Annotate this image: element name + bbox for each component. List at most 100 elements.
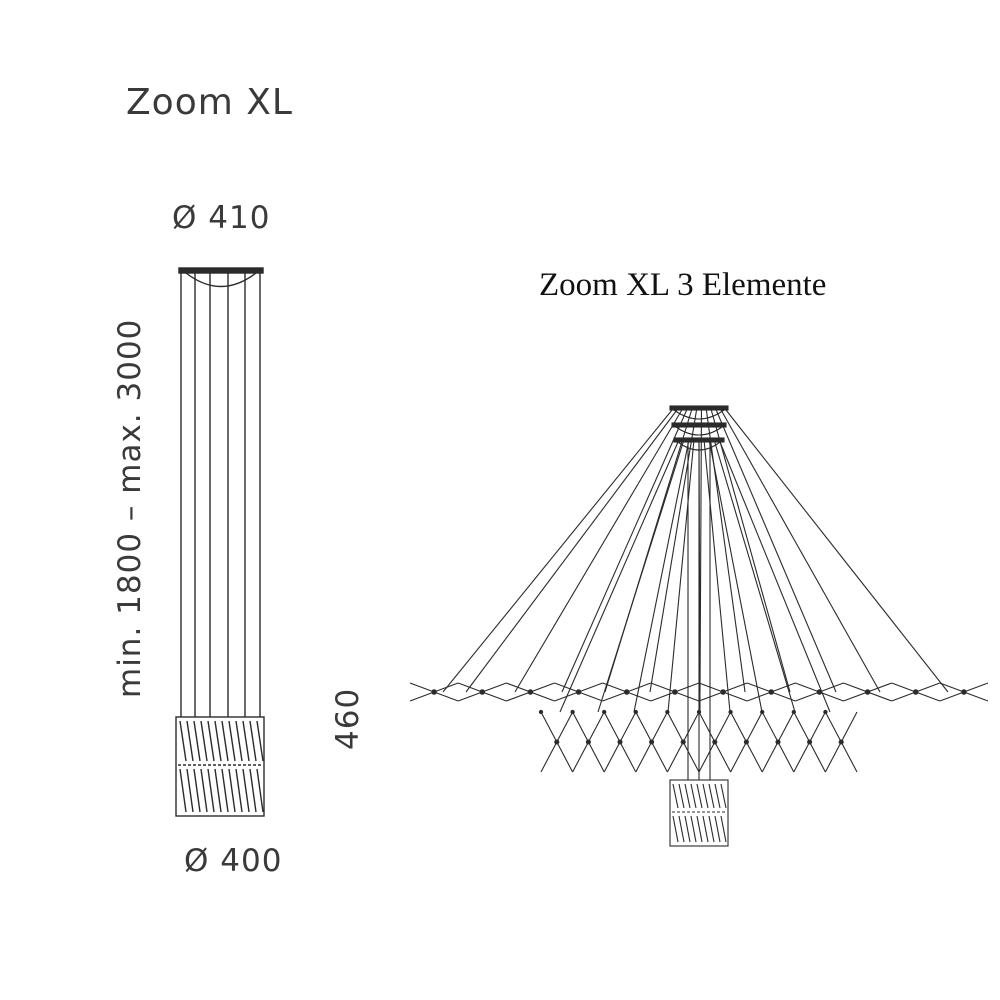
shade-height-label: 460 xyxy=(330,687,366,750)
suspension-wire xyxy=(719,441,831,713)
suspension-wire xyxy=(561,409,688,693)
hatch-line xyxy=(720,815,727,843)
hatch-line xyxy=(235,720,243,762)
pivot-joint xyxy=(838,739,844,745)
upper-scissor-arm xyxy=(409,682,989,702)
hatch-line xyxy=(720,783,727,809)
hatch-line xyxy=(193,768,201,813)
hatch-line xyxy=(256,720,264,762)
pivot-joint xyxy=(807,739,813,745)
hatch-line xyxy=(242,720,250,762)
hatch-line xyxy=(221,720,229,762)
pivot-joint xyxy=(665,709,670,715)
hatch-line xyxy=(702,783,709,809)
suspension-wires xyxy=(180,273,261,717)
hatch-line xyxy=(690,815,697,843)
pivot-joint xyxy=(570,709,575,715)
suspension-wire xyxy=(703,441,731,713)
hatch-line xyxy=(678,815,685,843)
hatch-line xyxy=(696,783,703,809)
pivot-joint xyxy=(743,739,749,745)
suspension-wire xyxy=(667,441,695,713)
suspension-wire xyxy=(720,409,881,693)
hatch-line xyxy=(256,768,264,813)
pivot-joint xyxy=(961,689,967,695)
top-diameter-label: Ø 410 xyxy=(172,200,271,236)
suspension-wire xyxy=(633,441,690,713)
hatch-line xyxy=(207,768,215,813)
pivot-joint xyxy=(623,689,630,695)
pivot-joint xyxy=(791,709,796,715)
height-range-label: min. 1800 – max. 3000 xyxy=(112,318,148,698)
hatch-line xyxy=(228,720,236,762)
hatch-line xyxy=(200,720,208,762)
pivot-joint xyxy=(760,709,765,715)
hatch-line xyxy=(179,720,187,762)
pivot-joint xyxy=(602,709,607,715)
pivot-joint xyxy=(696,709,702,715)
pivot-joint xyxy=(864,689,871,695)
hatch-line xyxy=(249,768,257,813)
hatch-line xyxy=(678,783,685,809)
suspension-wire xyxy=(465,409,678,693)
pivot-joint xyxy=(575,689,582,695)
hatch-line xyxy=(684,783,691,809)
hatch-line xyxy=(702,815,709,843)
ceiling-canopy xyxy=(178,267,264,274)
suspension-wire xyxy=(649,409,698,693)
pivot-joint xyxy=(538,709,544,715)
hatch-line xyxy=(708,783,715,809)
bottom-diameter-label: Ø 400 xyxy=(184,843,283,879)
hatch-line xyxy=(207,720,215,762)
pivot-joint xyxy=(672,689,678,695)
center-shade xyxy=(669,779,729,847)
pivot-joint xyxy=(633,709,638,715)
pivot-joint xyxy=(479,689,485,695)
pivot-joint xyxy=(775,739,781,745)
hatch-line xyxy=(696,815,703,843)
pivot-joint xyxy=(554,739,560,745)
canopy-dome xyxy=(185,272,257,288)
hatch-line xyxy=(221,768,229,813)
suspension-wire xyxy=(442,409,673,693)
shade-pattern xyxy=(179,720,264,813)
pivot-joint xyxy=(431,689,437,695)
hatch-line xyxy=(242,768,250,813)
suspension-wire xyxy=(705,409,746,693)
pivot-joint xyxy=(720,689,726,695)
pivot-joint xyxy=(912,689,919,695)
hatch-line xyxy=(708,815,715,843)
fanned-wires xyxy=(442,409,949,780)
canopy-top xyxy=(669,405,729,411)
hatch-line xyxy=(672,783,679,809)
hatch-line xyxy=(235,768,243,813)
suspension-wire xyxy=(597,441,684,713)
pivot-joint xyxy=(728,709,733,715)
hatch-line xyxy=(200,768,208,813)
suspension-wire xyxy=(708,441,763,713)
suspension-wire xyxy=(725,409,949,693)
pivot-joint xyxy=(527,689,534,695)
hatch-line xyxy=(214,768,222,813)
pivot-joint xyxy=(649,739,655,745)
right-title: Zoom XL 3 Elemente xyxy=(539,267,827,303)
pivot-joint xyxy=(768,689,774,695)
pivot-joint xyxy=(712,739,718,745)
hatch-line xyxy=(714,815,721,843)
lower-scissor-arm xyxy=(538,709,858,773)
hatch-line xyxy=(214,720,222,762)
suspension-wire xyxy=(714,441,796,713)
left-title: Zoom XL xyxy=(126,82,293,123)
pivot-joint xyxy=(816,689,823,695)
suspension-wire xyxy=(710,409,791,693)
suspension-wire xyxy=(514,409,683,693)
canopy-middle xyxy=(671,422,727,428)
hatch-line xyxy=(186,720,194,762)
pivot-joint xyxy=(680,739,686,745)
lamp-shade xyxy=(175,716,265,817)
hatch-line xyxy=(714,783,721,809)
hatch-line xyxy=(193,720,201,762)
